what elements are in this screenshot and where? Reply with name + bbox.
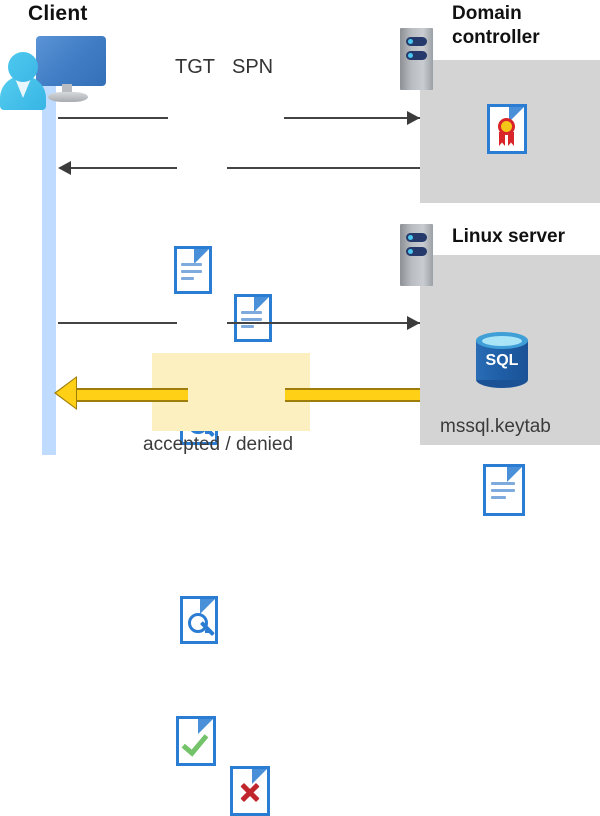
linux-server-server-rack-icon [400, 224, 433, 286]
document-fold-icon [254, 297, 269, 312]
spn-label: SPN [232, 56, 274, 78]
key-tooth-icon [205, 431, 211, 434]
spn-document-icon [234, 294, 272, 342]
flow-line-client-to-linux [58, 322, 420, 324]
document-fold-icon [252, 769, 267, 784]
tgt-label: TGT [175, 56, 215, 78]
flow-line-linux-to-client-left [70, 388, 188, 402]
document-text-line [491, 482, 515, 485]
domain-controller-label: Domain controller [452, 2, 592, 50]
document-text-line [241, 318, 262, 321]
client-lifeline [42, 84, 56, 455]
sql-database-icon: SQL [476, 332, 528, 388]
document-text-line [181, 277, 194, 280]
domain-controller-label-line1: Domain [452, 3, 522, 24]
document-text-line [491, 489, 515, 492]
monitor-neck-icon [62, 84, 72, 96]
database-top-inner [482, 336, 522, 346]
user-head-icon [8, 52, 38, 82]
client-label: Client [28, 2, 88, 25]
certificate-document-icon [487, 104, 527, 154]
rack-bar-icon [406, 233, 427, 242]
sql-label: SQL [485, 352, 519, 369]
flow-line-linux-to-client-right [285, 388, 420, 402]
document-text-line [181, 270, 202, 273]
certificate-ribbon-icon [508, 132, 514, 146]
domain-controller-server-rack-icon [400, 28, 433, 90]
document-text-line [241, 311, 262, 314]
line-mask [177, 311, 227, 335]
linux-server-label: Linux server [452, 226, 565, 247]
rack-bar-icon [406, 51, 427, 60]
key-tooth-icon [205, 630, 211, 633]
document-fold-icon [200, 599, 215, 614]
keytab-filename-label: mssql.keytab [440, 416, 551, 437]
keytab-document-icon [483, 464, 525, 516]
line-mask [177, 156, 227, 180]
accepted-document-icon [176, 716, 216, 766]
flow-line-dc-to-client [70, 167, 420, 169]
denied-document-icon [230, 766, 270, 816]
document-fold-icon [507, 467, 522, 482]
domain-controller-label-line2: controller [452, 27, 540, 48]
result-label: accepted / denied [143, 434, 294, 455]
monitor-screen-icon [36, 36, 106, 86]
flow-arrowhead-to-client [58, 161, 71, 175]
certificate-ribbon-icon [499, 132, 505, 146]
document-text-line [491, 496, 506, 499]
line-mask [168, 106, 284, 130]
rack-bar-icon [406, 37, 427, 46]
tgt-document-icon [174, 246, 212, 294]
document-text-line [241, 325, 254, 328]
document-text-line [181, 263, 202, 266]
client-workstation-icon [0, 8, 120, 118]
flow-arrowhead-to-linux [407, 316, 420, 330]
document-fold-icon [509, 107, 524, 122]
document-fold-icon [194, 249, 209, 264]
service-ticket-key-document-icon [180, 596, 218, 644]
rack-bar-icon [406, 247, 427, 256]
monitor-base-icon [48, 92, 88, 102]
flow-arrowhead-result [56, 378, 76, 408]
flow-arrowhead-to-dc [407, 111, 420, 125]
certificate-seal-icon [498, 118, 515, 135]
